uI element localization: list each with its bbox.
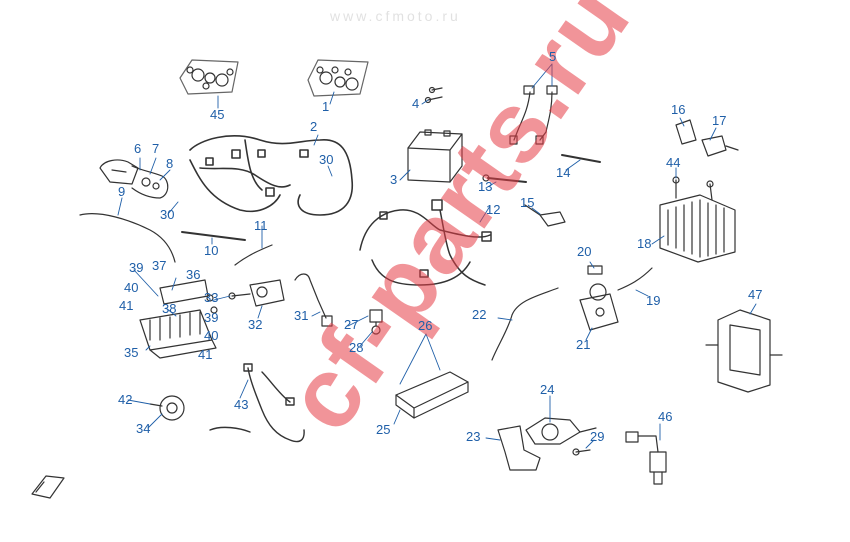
callout-41b[interactable]: 41 [198,347,213,362]
callout-32[interactable]: 32 [248,317,263,332]
callout-25[interactable]: 25 [376,422,391,437]
part-44-bolts [672,176,714,201]
callout-35[interactable]: 35 [124,345,139,360]
part-31-plug-cap [294,273,333,327]
callout-33[interactable]: 33 [204,290,219,305]
callout-14[interactable]: 14 [556,165,571,180]
callout-8[interactable]: 8 [166,156,174,171]
callout-39a[interactable]: 39 [129,260,144,275]
callout-42[interactable]: 42 [118,392,133,407]
callout-40a[interactable]: 40 [124,280,139,295]
part-10-rod [181,231,246,241]
callout-24[interactable]: 24 [540,382,555,397]
part-35-fuse-box [139,309,217,359]
part-29-bolt [572,448,591,456]
callout-27[interactable]: 27 [344,317,359,332]
part-21-starter-relay [579,283,619,331]
callout-41a[interactable]: 41 [119,298,134,313]
part-15-bracket [524,204,566,227]
callout-18[interactable]: 18 [637,236,652,251]
callout-22[interactable]: 22 [472,307,487,322]
part-13-bolt [482,174,527,183]
callout-5[interactable]: 5 [549,49,557,64]
callout-29[interactable]: 29 [590,429,605,444]
part-16-17-relay [675,119,739,157]
part-12-harness [359,199,492,286]
callout-7[interactable]: 7 [152,141,160,156]
callout-16[interactable]: 16 [671,102,686,117]
part-34-horn [149,395,185,421]
callout-13[interactable]: 13 [478,179,493,194]
faint-header-watermark: www.cfmoto.ru [330,8,461,24]
callout-19[interactable]: 19 [646,293,661,308]
callout-38[interactable]: 38 [162,301,177,316]
part-1-switch-kit [307,59,369,97]
part-43-harness [209,363,305,443]
callout-45[interactable]: 45 [210,107,225,122]
callout-43[interactable]: 43 [234,397,249,412]
callout-2[interactable]: 2 [310,119,318,134]
callout-47[interactable]: 47 [748,287,763,302]
part-32-ignition-coil [228,279,285,307]
callout-9[interactable]: 9 [118,184,126,199]
part-22-wire [491,287,559,361]
callout-30a[interactable]: 30 [160,207,175,222]
callout-1[interactable]: 1 [322,99,330,114]
part-23-bracket [497,425,541,471]
callout-31[interactable]: 31 [294,308,309,323]
callout-28[interactable]: 28 [349,340,364,355]
callout-6[interactable]: 6 [134,141,142,156]
part-6-8-switch-housing [99,159,169,199]
callout-40b[interactable]: 40 [204,328,219,343]
callout-21[interactable]: 21 [576,337,591,352]
callout-15[interactable]: 15 [520,195,535,210]
part-18-regulator [659,194,736,263]
callout-39b[interactable]: 39 [204,310,219,325]
callout-30b[interactable]: 30 [319,152,334,167]
callout-4[interactable]: 4 [412,96,420,111]
part-9-wire [79,213,176,263]
callout-3[interactable]: 3 [390,172,398,187]
callout-26[interactable]: 26 [418,318,433,333]
callout-10[interactable]: 10 [204,243,219,258]
callout-17[interactable]: 17 [712,113,727,128]
part-19-wire [617,267,653,291]
callout-12[interactable]: 12 [486,202,501,217]
callout-46[interactable]: 46 [658,409,673,424]
part-3-battery [407,129,463,183]
part-33-bolts [206,294,218,314]
callout-11[interactable]: 11 [254,218,268,233]
part-25-ecu [395,371,469,419]
callout-44[interactable]: 44 [666,155,681,170]
part-2-main-harness [189,135,354,216]
part-45-switch-kit [179,59,239,95]
part-20-cap [587,265,603,275]
part-11-wire [234,244,273,266]
part-4-bolts [424,86,443,104]
callout-37[interactable]: 37 [152,258,167,273]
part-14-rod [561,154,601,163]
part-27-28-sensor [369,309,383,335]
part-24-actuator [525,417,597,445]
callout-20[interactable]: 20 [577,244,592,259]
callout-34[interactable]: 34 [136,421,151,436]
front-arrow-icon [31,475,65,499]
callout-36[interactable]: 36 [186,267,201,282]
leader-lines [117,63,757,449]
part-47-bracket [705,309,783,393]
callout-23[interactable]: 23 [466,429,481,444]
part-46-sensor [625,431,667,485]
